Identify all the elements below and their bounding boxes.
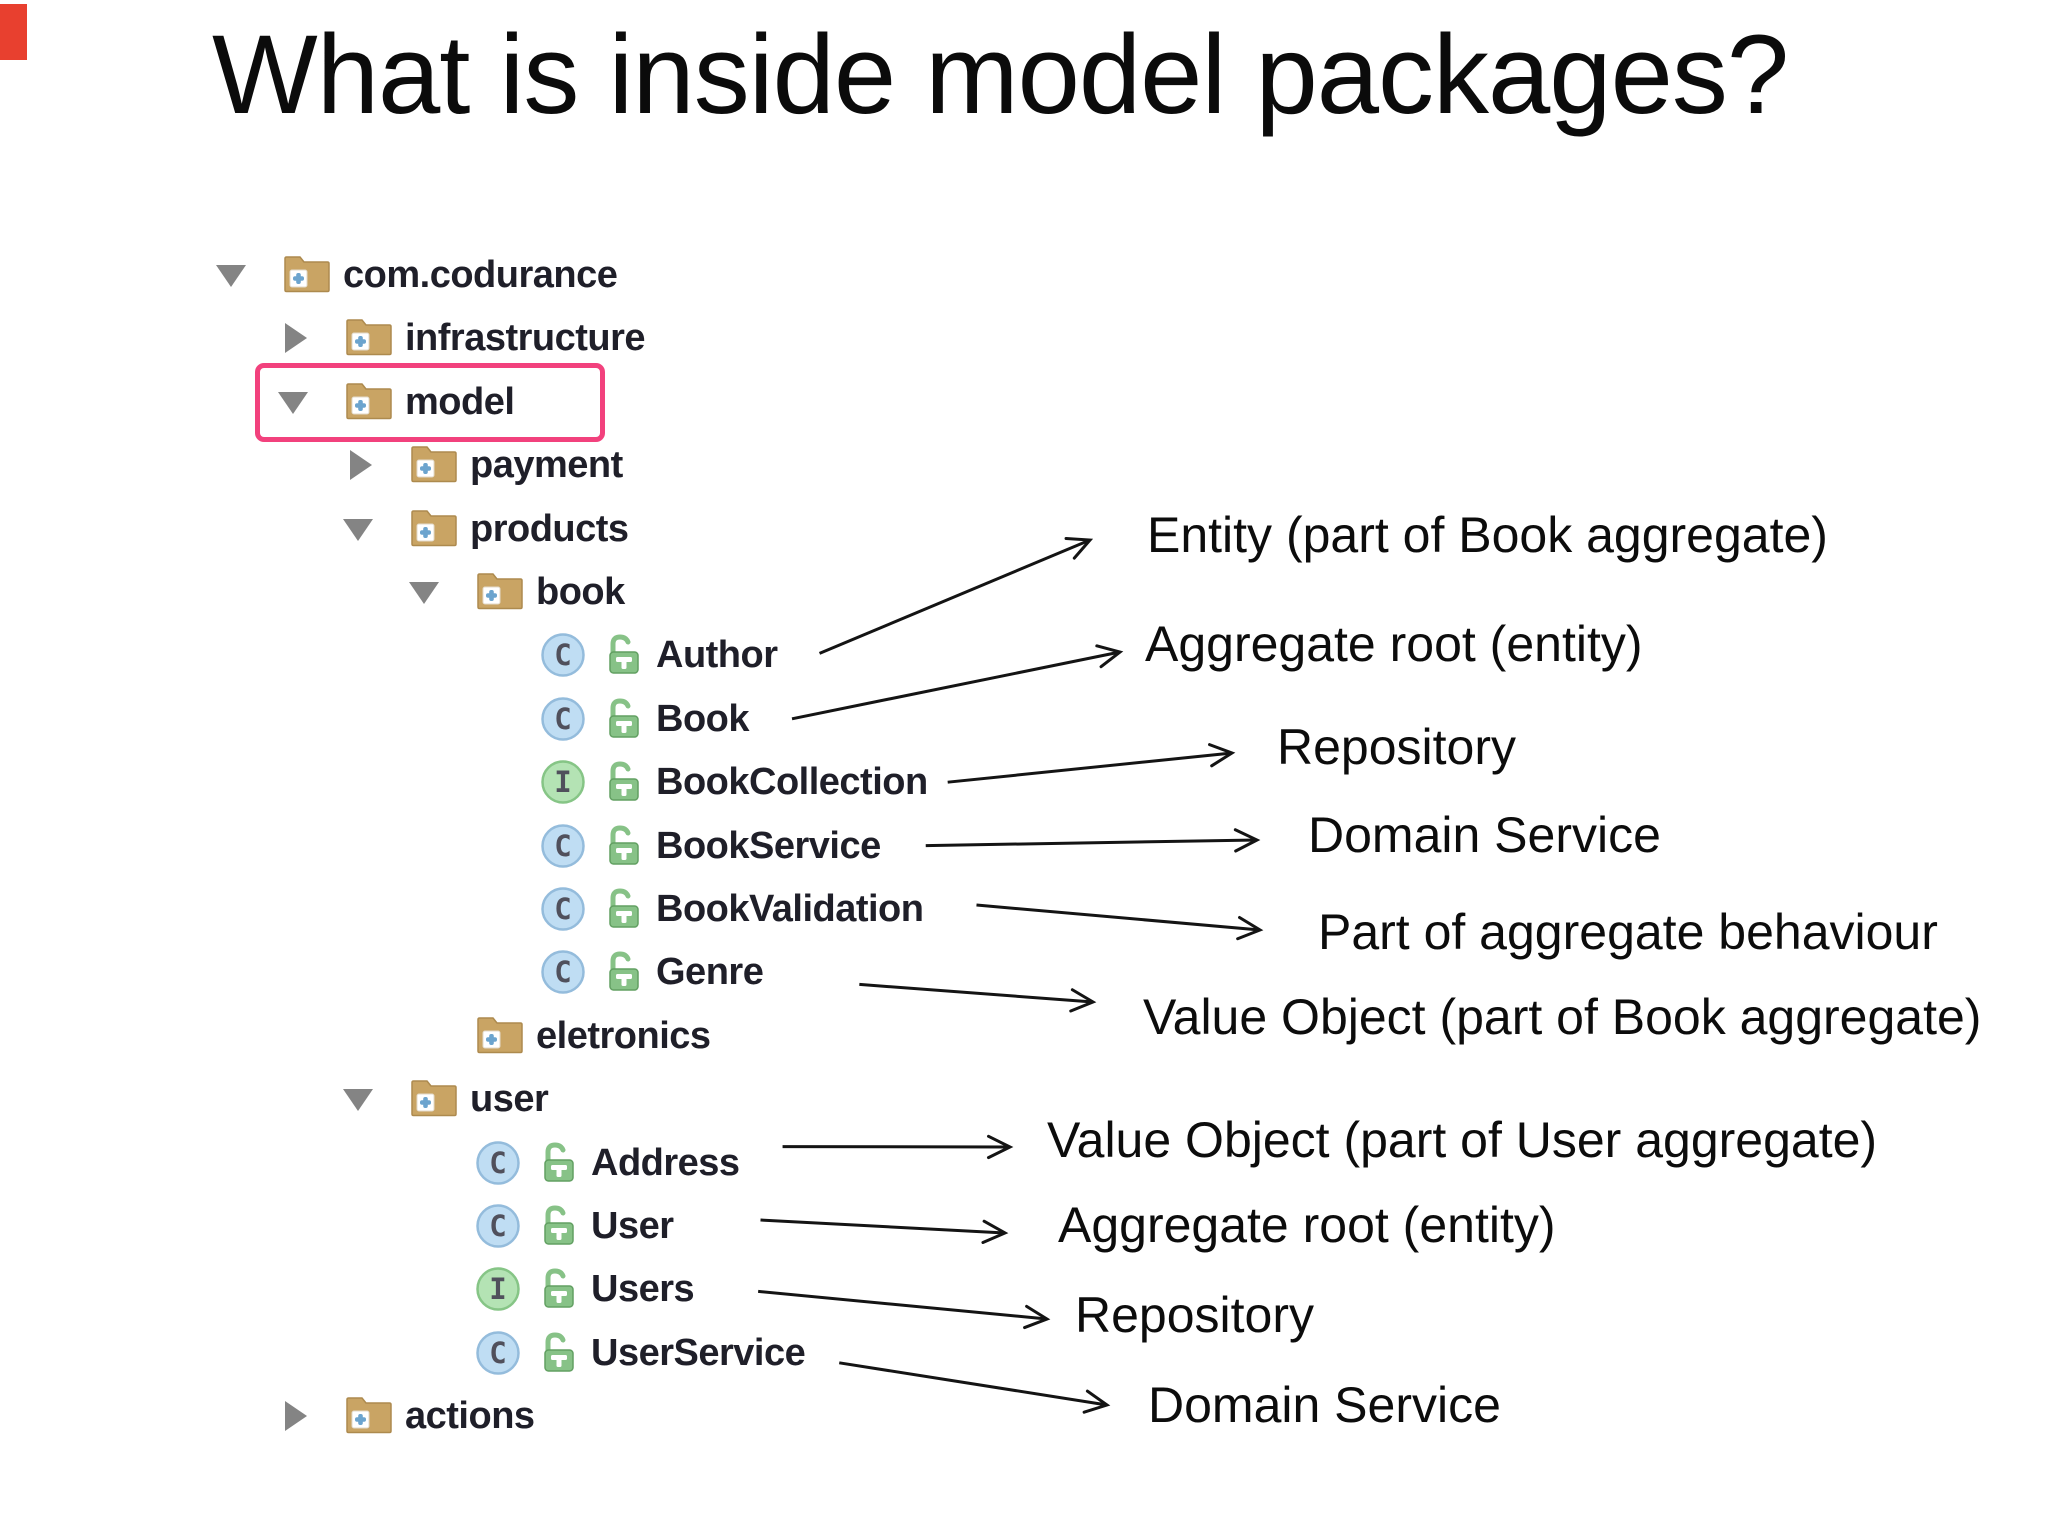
tree-item-label[interactable]: Users bbox=[591, 1268, 695, 1311]
svg-text:C: C bbox=[554, 638, 571, 672]
tree-item-label[interactable]: products bbox=[470, 507, 629, 550]
annotation-label: Value Object (part of Book aggregate) bbox=[1143, 989, 1982, 1045]
tree-item-label[interactable]: Book bbox=[656, 697, 750, 740]
svg-text:C: C bbox=[489, 1209, 506, 1243]
public-visibility-lock-icon bbox=[605, 950, 643, 994]
tree-item-label[interactable]: BookValidation bbox=[656, 888, 924, 930]
class-icon: C bbox=[541, 697, 585, 741]
tree-item-label[interactable]: Author bbox=[656, 634, 778, 677]
package-folder-icon bbox=[476, 1016, 524, 1056]
class-icon: C bbox=[541, 633, 585, 678]
package-folder-icon bbox=[345, 318, 393, 358]
class-icon: C bbox=[476, 1331, 520, 1375]
public-visibility-lock-icon bbox=[605, 760, 643, 804]
tree-item-label[interactable]: book bbox=[536, 571, 625, 613]
class-icon: C bbox=[541, 887, 585, 931]
tree-item-label[interactable]: UserService bbox=[591, 1331, 806, 1374]
public-visibility-lock-icon bbox=[605, 633, 643, 677]
class-icon: C bbox=[541, 950, 585, 995]
tree-item-label[interactable]: payment bbox=[470, 444, 623, 487]
annotation-arrow bbox=[782, 1134, 1014, 1160]
page-title: What is inside model packages? bbox=[212, 12, 1789, 137]
annotation-arrow bbox=[947, 743, 1236, 784]
annotation-arrow bbox=[976, 903, 1264, 941]
disclosure-triangle-collapsed-icon[interactable] bbox=[280, 1400, 308, 1432]
interface-icon: I bbox=[476, 1267, 520, 1312]
disclosure-triangle-expanded-icon[interactable] bbox=[277, 388, 309, 416]
tree-item-label[interactable]: actions bbox=[405, 1395, 535, 1438]
annotation-arrow bbox=[839, 1361, 1111, 1414]
disclosure-triangle-expanded-icon[interactable] bbox=[342, 515, 374, 543]
tree-item-label[interactable]: com.codurance bbox=[343, 254, 618, 296]
disclosure-triangle-expanded-icon[interactable] bbox=[215, 261, 247, 289]
disclosure-triangle-expanded-icon[interactable] bbox=[342, 1085, 374, 1113]
public-visibility-lock-icon bbox=[605, 697, 643, 741]
svg-text:I: I bbox=[554, 765, 571, 799]
model-highlight-box bbox=[255, 363, 605, 442]
annotation-arrow bbox=[760, 1218, 1009, 1244]
tree-item-label[interactable]: infrastructure bbox=[405, 317, 646, 360]
annotation-label: Aggregate root (entity) bbox=[1145, 616, 1643, 672]
annotation-label: Aggregate root (entity) bbox=[1058, 1197, 1556, 1253]
interface-icon: I bbox=[541, 760, 585, 804]
public-visibility-lock-icon bbox=[540, 1267, 578, 1311]
svg-text:C: C bbox=[554, 892, 571, 926]
svg-text:C: C bbox=[489, 1336, 506, 1370]
package-folder-icon bbox=[283, 255, 331, 295]
tree-item-label[interactable]: Address bbox=[591, 1141, 740, 1184]
annotation-label: Domain Service bbox=[1308, 807, 1661, 863]
annotation-arrow bbox=[791, 644, 1124, 721]
annotation-label: Repository bbox=[1277, 719, 1516, 775]
package-folder-icon bbox=[410, 445, 458, 485]
annotation-label: Part of aggregate behaviour bbox=[1318, 904, 1938, 960]
package-folder-icon bbox=[410, 509, 458, 549]
class-icon: C bbox=[476, 1140, 520, 1185]
annotation-arrow bbox=[818, 536, 1094, 655]
annotation-arrow bbox=[859, 982, 1097, 1013]
public-visibility-lock-icon bbox=[540, 1331, 578, 1375]
svg-text:I: I bbox=[489, 1272, 506, 1306]
disclosure-triangle-collapsed-icon[interactable] bbox=[345, 449, 373, 481]
tree-item-label[interactable]: BookService bbox=[656, 824, 881, 867]
public-visibility-lock-icon bbox=[540, 1141, 578, 1185]
annotation-arrow bbox=[925, 828, 1261, 853]
annotation-label: Entity (part of Book aggregate) bbox=[1147, 507, 1828, 563]
package-folder-icon bbox=[345, 1396, 393, 1436]
package-folder-icon bbox=[410, 1079, 458, 1119]
tree-item-label[interactable]: model bbox=[405, 380, 515, 423]
annotation-label: Value Object (part of User aggregate) bbox=[1047, 1112, 1878, 1168]
package-folder-icon bbox=[345, 382, 393, 422]
class-icon: C bbox=[476, 1204, 520, 1248]
disclosure-triangle-collapsed-icon[interactable] bbox=[280, 322, 308, 354]
corner-red-mark bbox=[0, 4, 27, 60]
tree-item-label[interactable]: BookCollection bbox=[656, 761, 928, 804]
svg-text:C: C bbox=[489, 1146, 506, 1180]
public-visibility-lock-icon bbox=[605, 887, 643, 931]
annotation-arrow bbox=[757, 1289, 1051, 1330]
svg-text:C: C bbox=[554, 829, 571, 863]
package-folder-icon bbox=[476, 572, 524, 612]
public-visibility-lock-icon bbox=[605, 824, 643, 868]
public-visibility-lock-icon bbox=[540, 1204, 578, 1248]
annotation-label: Domain Service bbox=[1148, 1377, 1501, 1433]
svg-text:C: C bbox=[554, 702, 571, 736]
disclosure-triangle-expanded-icon[interactable] bbox=[408, 578, 440, 606]
tree-item-label[interactable]: User bbox=[591, 1205, 674, 1247]
tree-item-label[interactable]: eletronics bbox=[536, 1014, 711, 1057]
tree-item-label[interactable]: user bbox=[470, 1078, 549, 1121]
tree-item-label[interactable]: Genre bbox=[656, 951, 764, 994]
svg-text:C: C bbox=[554, 955, 571, 989]
class-icon: C bbox=[541, 823, 585, 868]
annotation-label: Repository bbox=[1075, 1287, 1314, 1343]
